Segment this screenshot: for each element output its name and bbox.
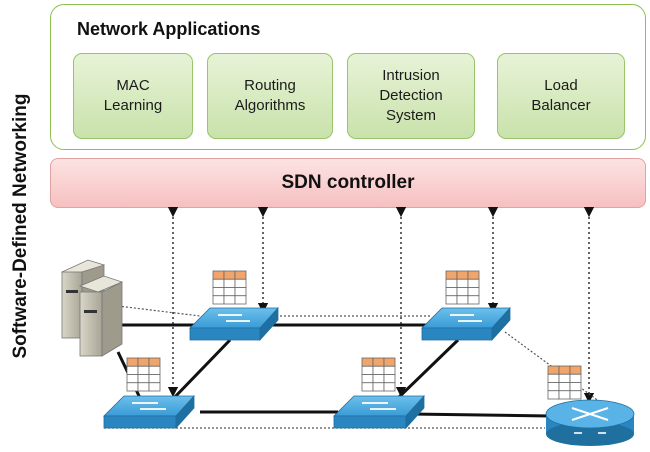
app-line: Detection: [379, 87, 443, 104]
data-link: [394, 338, 460, 402]
app-line: Routing: [244, 77, 296, 94]
data-link: [409, 412, 551, 418]
flow-table-icon: [445, 270, 480, 305]
switch-icon[interactable]: [421, 306, 511, 342]
control-channels: [167, 206, 595, 404]
flow-table-icon: [126, 357, 161, 392]
app-line: Balancer: [531, 97, 591, 114]
switch-icon[interactable]: [189, 306, 279, 342]
server-icon[interactable]: [78, 275, 124, 357]
flow-table-icon: [212, 270, 247, 305]
apps-panel-title: Network Applications: [77, 19, 261, 39]
app-line: Load: [544, 77, 578, 94]
sdn-controller-bar[interactable]: SDN controller: [50, 158, 646, 208]
router-icon[interactable]: [545, 399, 635, 446]
data-link: [170, 338, 232, 402]
app-line: Algorithms: [234, 97, 306, 114]
network-applications-panel: Network Applications MAC Learning Routing…: [50, 4, 646, 150]
flow-tables: [126, 270, 582, 400]
flow-table-icon: [361, 357, 396, 392]
data-links: [116, 323, 551, 418]
switch-icon[interactable]: [103, 394, 195, 430]
sdn-controller-label: SDN controller: [281, 172, 415, 193]
flow-table-icon: [547, 365, 582, 400]
app-line: MAC: [116, 77, 150, 94]
app-line: Learning: [103, 97, 163, 114]
app-line: System: [385, 107, 436, 124]
switch-icon[interactable]: [333, 394, 425, 430]
app-line: Intrusion: [382, 67, 440, 84]
app-mac-learning[interactable]: MAC Learning: [73, 53, 193, 139]
optional-links: [104, 305, 601, 429]
